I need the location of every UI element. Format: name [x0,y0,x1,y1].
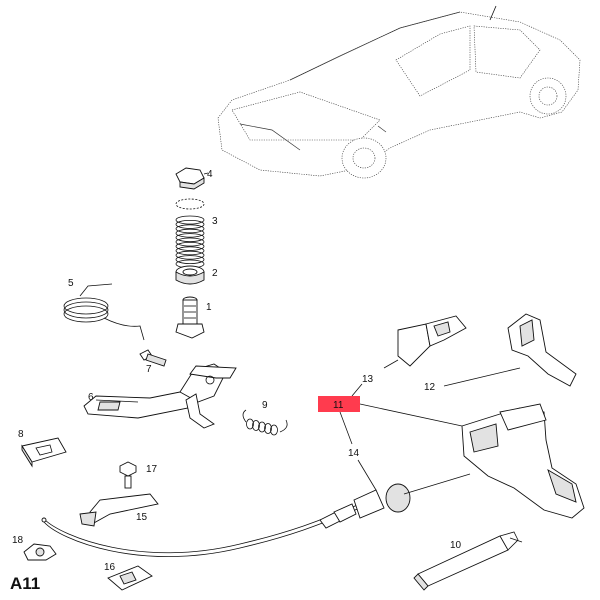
callout-1: 1 [206,302,212,313]
part-8-clip [21,437,67,468]
callout-16: 16 [104,562,116,573]
spring-coil [175,228,205,238]
part-10-lever [413,531,523,591]
spring-coil [175,241,205,251]
spring-coil [175,255,205,265]
spring-hook [242,409,288,433]
spring-coil [252,420,260,431]
highlight-box-11[interactable] [318,396,360,412]
part-2-bushing [175,265,205,285]
callout-18: 18 [12,535,24,546]
part-1-bolt [175,296,205,339]
spring-coil [270,424,278,436]
callout-10: 10 [450,540,462,551]
car-illustration [217,5,581,179]
spring-coil [175,237,205,247]
callout-3: 3 [212,216,218,227]
part-12-arm [507,313,577,387]
callout-12: 12 [424,382,436,393]
part-16-clip [107,565,153,591]
callout-7: 7 [146,364,152,375]
callout-8: 8 [18,429,24,440]
part-13-latch [383,315,467,369]
part-3-spring [175,215,205,269]
spring-coil [175,250,205,260]
callout-17: 17 [146,464,158,475]
callout-13: 13 [362,374,374,385]
callout-14: 14 [348,448,360,459]
callout-6: 6 [88,392,94,403]
part-17-screw [119,461,137,489]
spring-coil [175,219,205,229]
part-18-clip [23,543,57,561]
spring-coil [175,215,205,225]
leader-11-to-lock [359,403,463,427]
part-9-spring [242,409,288,436]
leader-14 [357,459,377,491]
callout-4: 4 [207,169,213,180]
part-11-lock-assembly [461,403,585,519]
callout-11[interactable]: 11 [333,400,344,411]
spring-coil [246,418,254,430]
sheet-label: A11 [10,574,41,593]
part-4-nut [175,167,209,210]
spring-coil [175,224,205,234]
spring-coil [175,246,205,256]
leader-11-to-13 [351,383,363,397]
leader-11-to-14 [339,411,353,445]
callout-2: 2 [212,268,218,279]
part-15-bracket [79,493,159,527]
part-5-wire-spring [63,283,145,341]
callout-5: 5 [68,278,74,289]
callout-9: 9 [262,400,268,411]
part-6-bracket [83,363,237,429]
part-7-bolt [139,349,167,367]
spring-coil [264,423,272,434]
spring-coil [175,233,205,243]
leader-12 [443,367,521,387]
spring-coil [258,421,266,433]
part-14-cable [41,473,471,557]
callout-15: 15 [136,512,148,523]
